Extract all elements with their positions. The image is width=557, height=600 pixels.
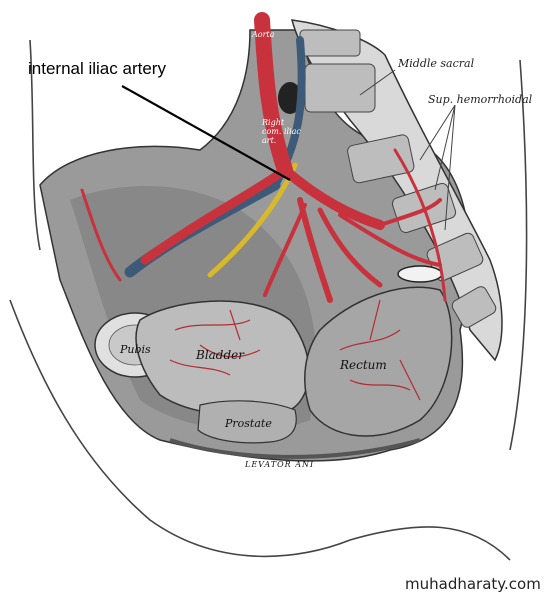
label-levator-ani: LEVATOR ANI: [245, 460, 315, 469]
label-middle-sacral: Middle sacral: [398, 57, 475, 70]
label-prostate: Prostate: [225, 417, 272, 430]
small-vessels: [169, 299, 421, 401]
arteries: [80, 12, 447, 303]
aorta-section: [278, 82, 302, 114]
annotation-title: internal iliac artery: [28, 59, 166, 78]
prostate: [197, 400, 297, 444]
rectum: [304, 286, 453, 437]
label-aorta: Aorta: [252, 30, 275, 39]
label-right-common-iliac: Right com. iliac art.: [262, 118, 301, 145]
label-bladder: Bladder: [196, 348, 245, 362]
label-rectum: Rectum: [340, 358, 387, 372]
label-sup-hemorrhoidal: Sup. hemorrhoidal: [428, 93, 533, 106]
watermark: muhadharaty.com: [405, 575, 541, 593]
annotation-pointer: [121, 85, 291, 181]
leader-lines: [359, 69, 456, 231]
rectal-section: [397, 265, 443, 283]
vertebra-blocks: [299, 29, 497, 328]
body-outline: [9, 39, 528, 561]
label-pubis: Pubis: [120, 343, 151, 356]
levator-ani: [169, 438, 421, 459]
